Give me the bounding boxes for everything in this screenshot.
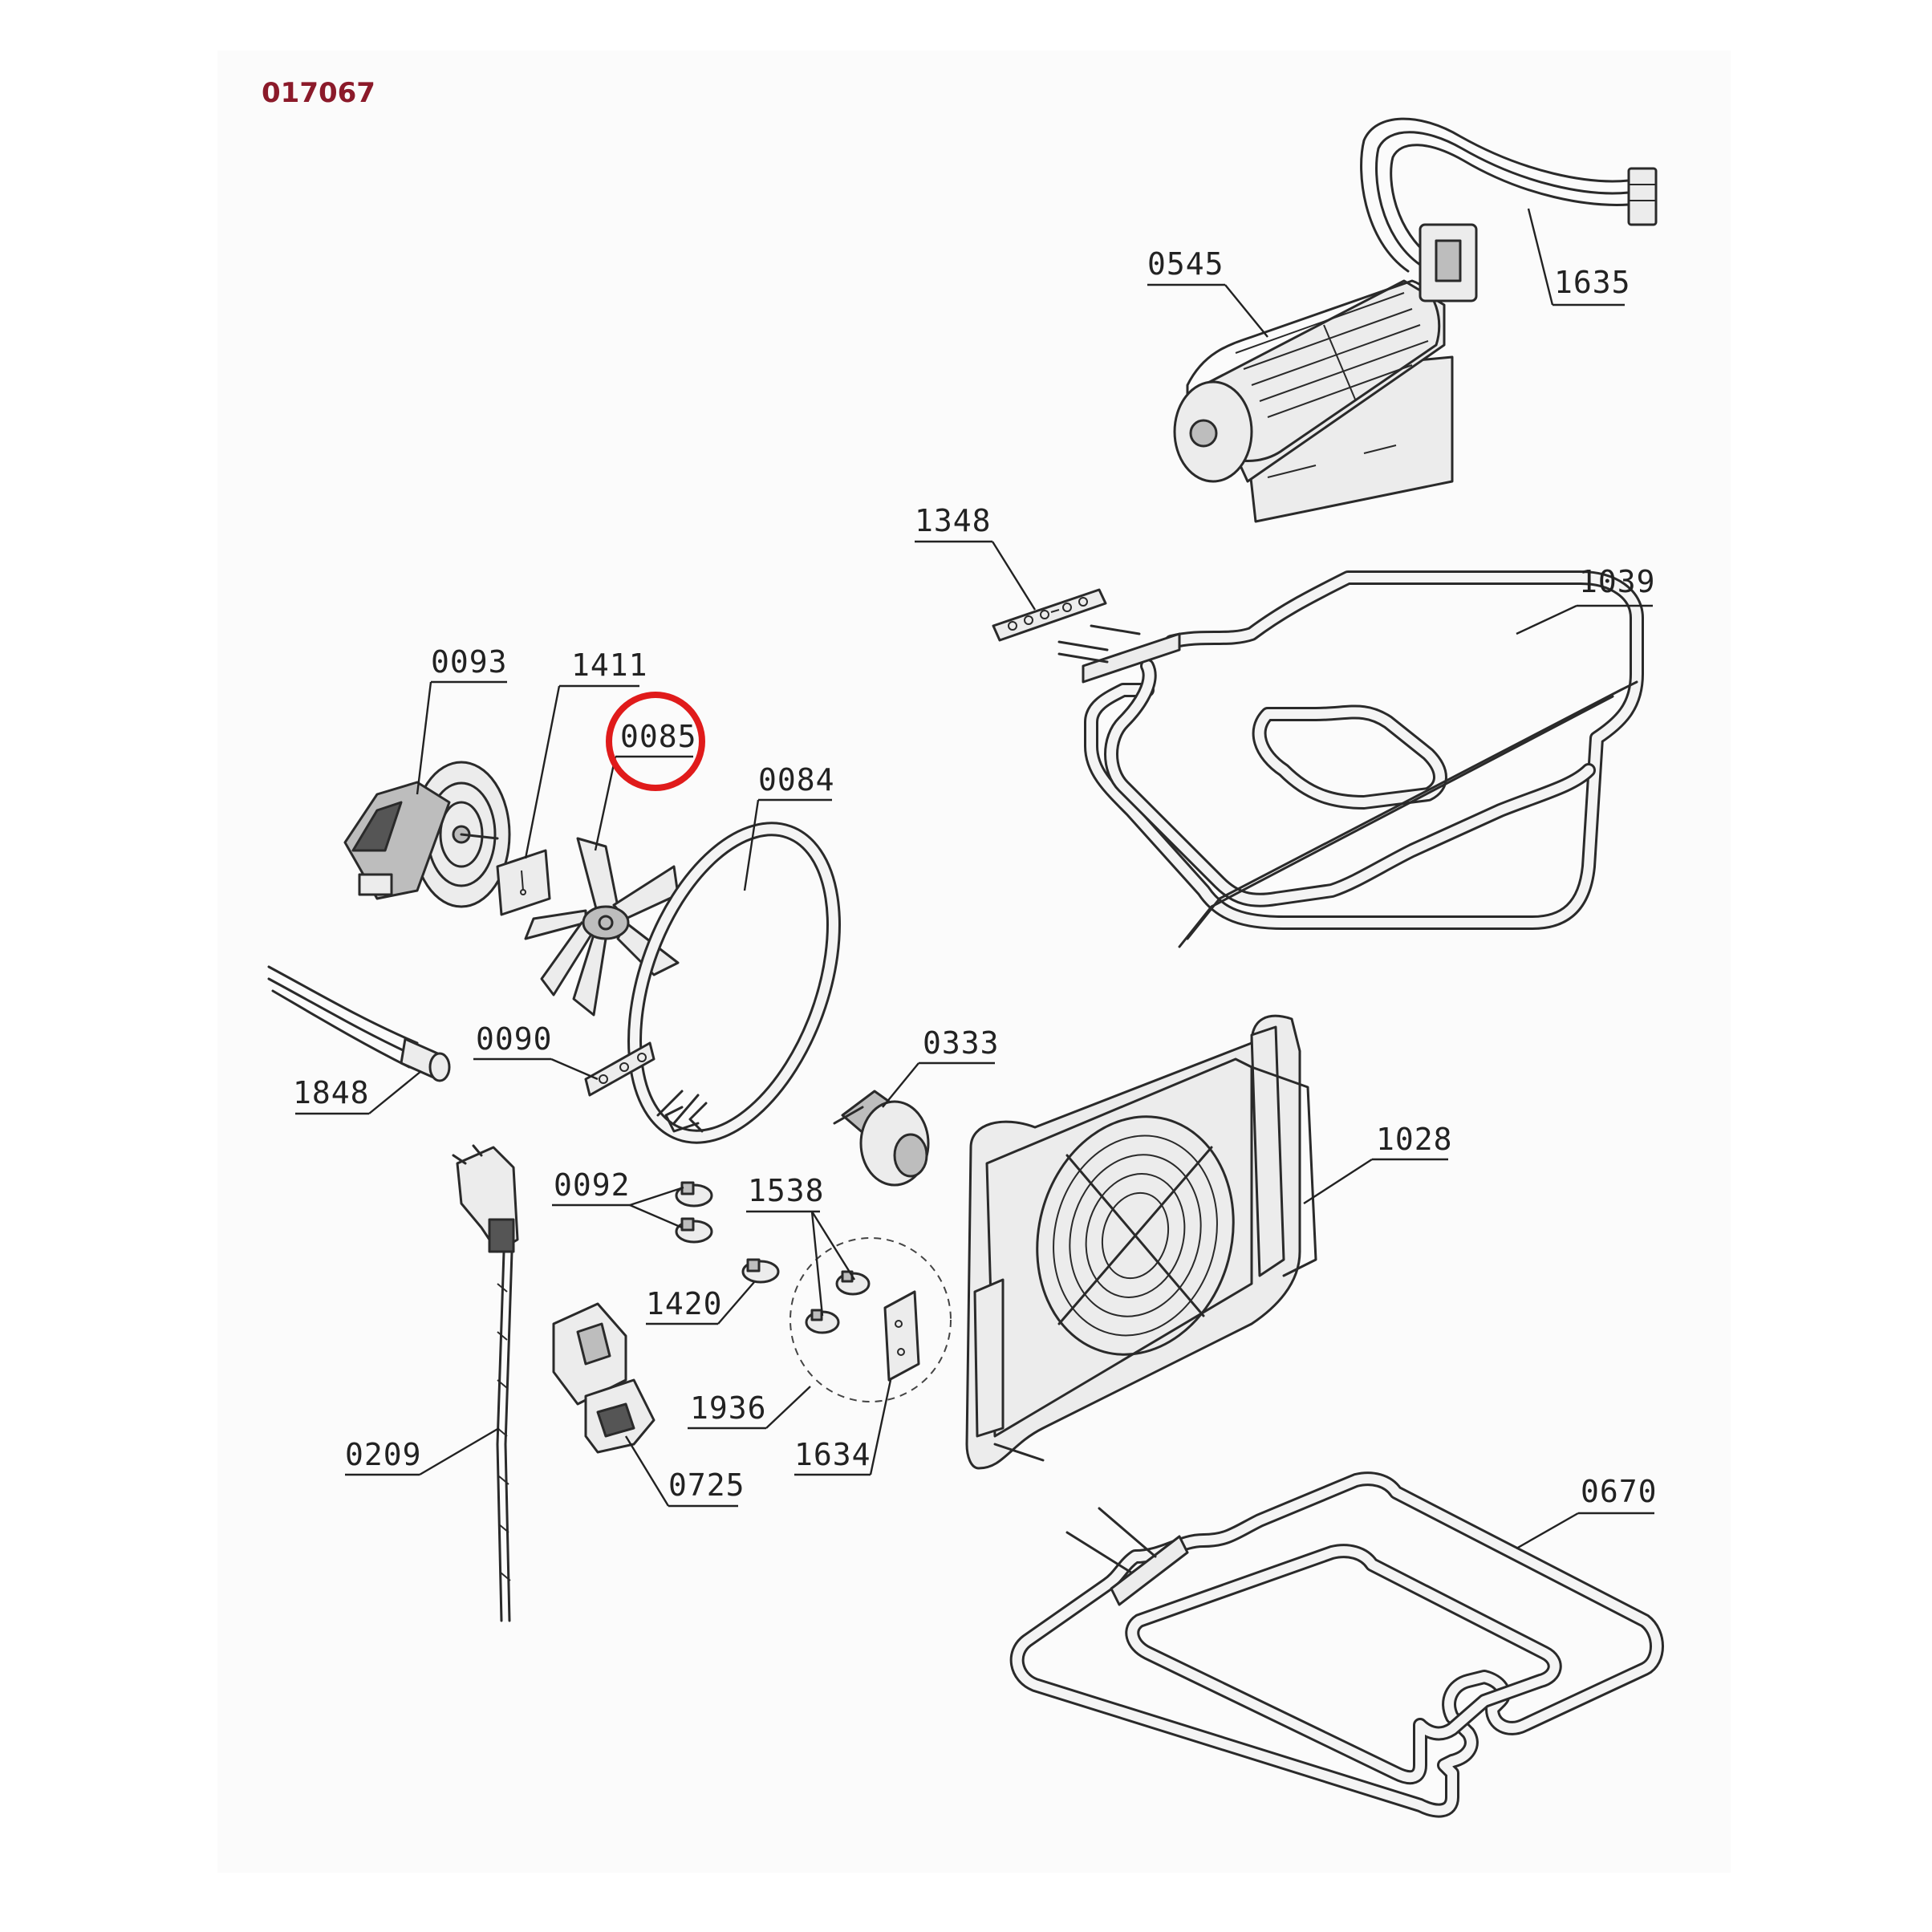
document-id: 017067 [262,77,375,109]
highlight-circle [606,692,705,791]
label-0093[interactable]: 0093 [431,644,508,680]
label-1348[interactable]: 1348 [915,503,992,538]
circular-heating-element-icon[interactable] [596,802,872,1163]
thermal-fuse-icon[interactable] [805,1270,871,1334]
label-1634[interactable]: 1634 [794,1437,871,1472]
label-1028[interactable]: 1028 [1376,1122,1453,1157]
fan-motor-icon[interactable] [343,761,511,908]
label-0085[interactable]: 0085 [620,719,697,754]
top-heating-element-icon[interactable] [1057,570,1644,948]
terminal-plate-icon[interactable] [992,588,1107,642]
fuse-kit-icon[interactable] [789,1237,952,1402]
diagram-sheet [217,51,1731,1873]
safety-thermostat-icon[interactable] [741,1258,780,1284]
label-1039[interactable]: 1039 [1579,564,1656,599]
label-0670[interactable]: 0670 [1581,1474,1658,1509]
label-0092[interactable]: 0092 [554,1167,631,1203]
label-1936[interactable]: 1936 [690,1390,767,1426]
label-0209[interactable]: 0209 [345,1437,422,1472]
label-0725[interactable]: 0725 [668,1467,745,1503]
selector-switch-icon[interactable] [552,1302,656,1454]
label-1411[interactable]: 1411 [571,647,648,683]
fuse-holder-icon[interactable] [883,1290,920,1382]
label-1538[interactable]: 1538 [748,1173,825,1208]
thermostat-icon[interactable] [675,1181,713,1244]
leader-lines [295,208,1654,1550]
fan-cover-icon[interactable] [965,1014,1317,1470]
wiring-harness-icon[interactable] [1360,117,1658,273]
oven-lamp-icon[interactable] [833,1090,930,1187]
mounting-bracket-icon[interactable] [584,1041,656,1097]
tangential-fan-icon[interactable] [1173,223,1478,523]
label-0333[interactable]: 0333 [923,1025,1000,1061]
label-1635[interactable]: 1635 [1554,265,1631,300]
fan-guard-grille-icon [1036,1115,1235,1356]
label-0090[interactable]: 0090 [476,1021,553,1057]
power-cord-icon[interactable] [452,1144,519,1622]
label-1848[interactable]: 1848 [293,1075,370,1110]
insulation-plate-icon[interactable] [496,849,551,916]
label-0084[interactable]: 0084 [758,762,835,798]
fan-rotor-icon [1186,279,1441,462]
part-labels: 1635 0545 1348 1039 0093 1411 0085 0084 … [293,246,1658,1509]
label-0545[interactable]: 0545 [1147,246,1224,282]
fan-blade-icon[interactable] [524,837,680,1017]
bottom-heating-element-icon[interactable] [1009,1471,1664,1818]
temperature-sensor-icon[interactable] [267,965,451,1082]
label-1420[interactable]: 1420 [646,1286,723,1321]
